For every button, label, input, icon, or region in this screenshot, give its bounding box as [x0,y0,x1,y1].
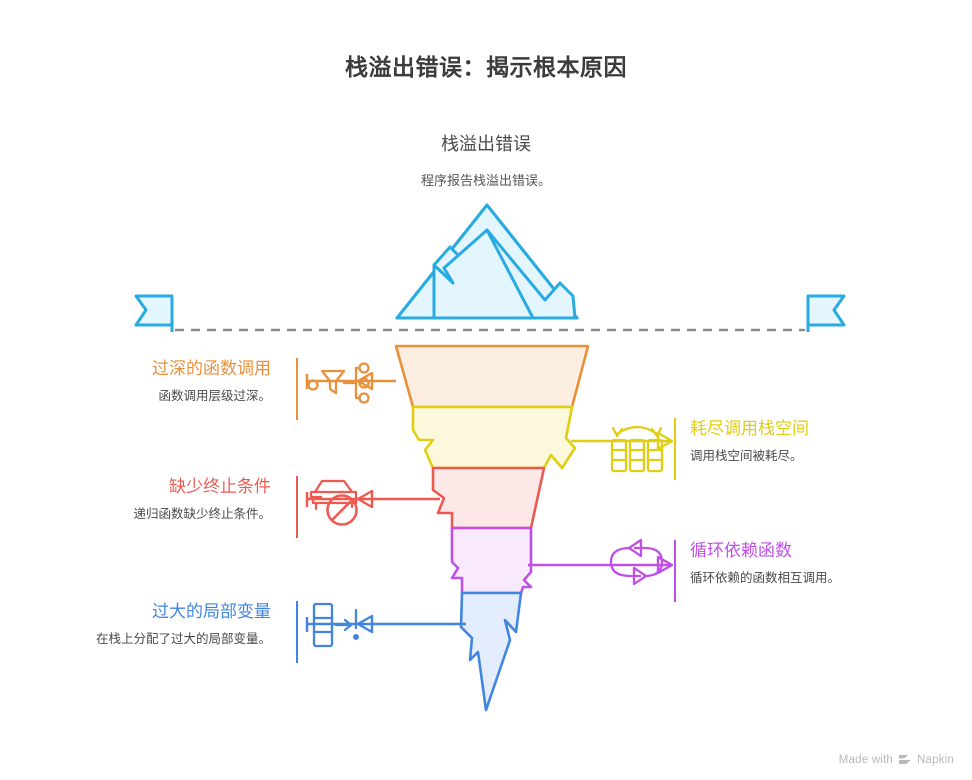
stage-rule-3 [296,476,298,538]
stage-rule-5 [296,601,298,663]
napkin-brand-label: Napkin [917,753,954,766]
stage-desc-3: 递归函数缺少终止条件。 [133,507,271,522]
stage-rule-4 [674,540,676,602]
stage-desc-1: 函数调用层级过深。 [158,389,271,404]
stage-label-2[interactable]: 耗尽调用栈空间 调用栈空间被耗尽。 [676,418,906,465]
stage-rule-1 [296,358,298,420]
flag-icon-left [134,294,174,332]
connector-stage-5 [305,614,466,634]
funnel-subtitle: 程序报告栈溢出错误。 [420,173,551,188]
stage-title-5: 过大的局部变量 [152,602,271,621]
napkin-attribution[interactable]: Made with Napkin [839,753,954,766]
stage-title-4: 循环依赖函数 [690,541,792,560]
funnel-branch-icon [307,362,370,404]
stage-label-1[interactable]: 过深的函数调用 函数调用层级过深。 [55,358,285,405]
connector-stage-3 [305,489,440,509]
stage-title-3: 缺少终止条件 [169,477,271,496]
loop-cycle-icon [609,538,664,586]
funnel-segment-4[interactable] [450,526,533,595]
funnel-segment-3[interactable] [431,466,546,530]
stage-rule-2 [674,418,676,480]
stage-title-1: 过深的函数调用 [152,359,271,378]
connector-stage-4 [528,555,674,575]
funnel-segment-2[interactable] [411,405,577,470]
stage-desc-4: 循环依赖的函数相互调用。 [690,571,841,586]
connector-stage-1 [305,371,396,391]
napkin-logo-icon [899,755,911,764]
stage-desc-2: 调用栈空间被耗尽。 [690,449,803,464]
car-no-stop-icon [309,479,358,526]
funnel-heading: 栈溢出错误 [441,134,531,154]
funnel-segment-5[interactable] [459,591,523,712]
memory-columns-icon [610,425,664,473]
stage-desc-5: 在栈上分配了过大的局部变量。 [95,632,271,647]
mountain-icon [395,203,579,320]
stage-label-5[interactable]: 过大的局部变量 在栈上分配了过大的局部变量。 [55,601,285,648]
made-with-label: Made with [838,753,893,766]
funnel-segment-1[interactable] [394,344,590,409]
stage-label-3[interactable]: 缺少终止条件 递归函数缺少终止条件。 [55,476,285,523]
stack-overflow-blocks-icon [312,602,359,648]
stage-title-2: 耗尽调用栈空间 [690,419,809,438]
flag-icon-right [806,294,846,332]
stage-label-4[interactable]: 循环依赖函数 循环依赖的函数相互调用。 [676,540,906,587]
page-title: 栈溢出错误：揭示根本原因 [345,54,627,80]
